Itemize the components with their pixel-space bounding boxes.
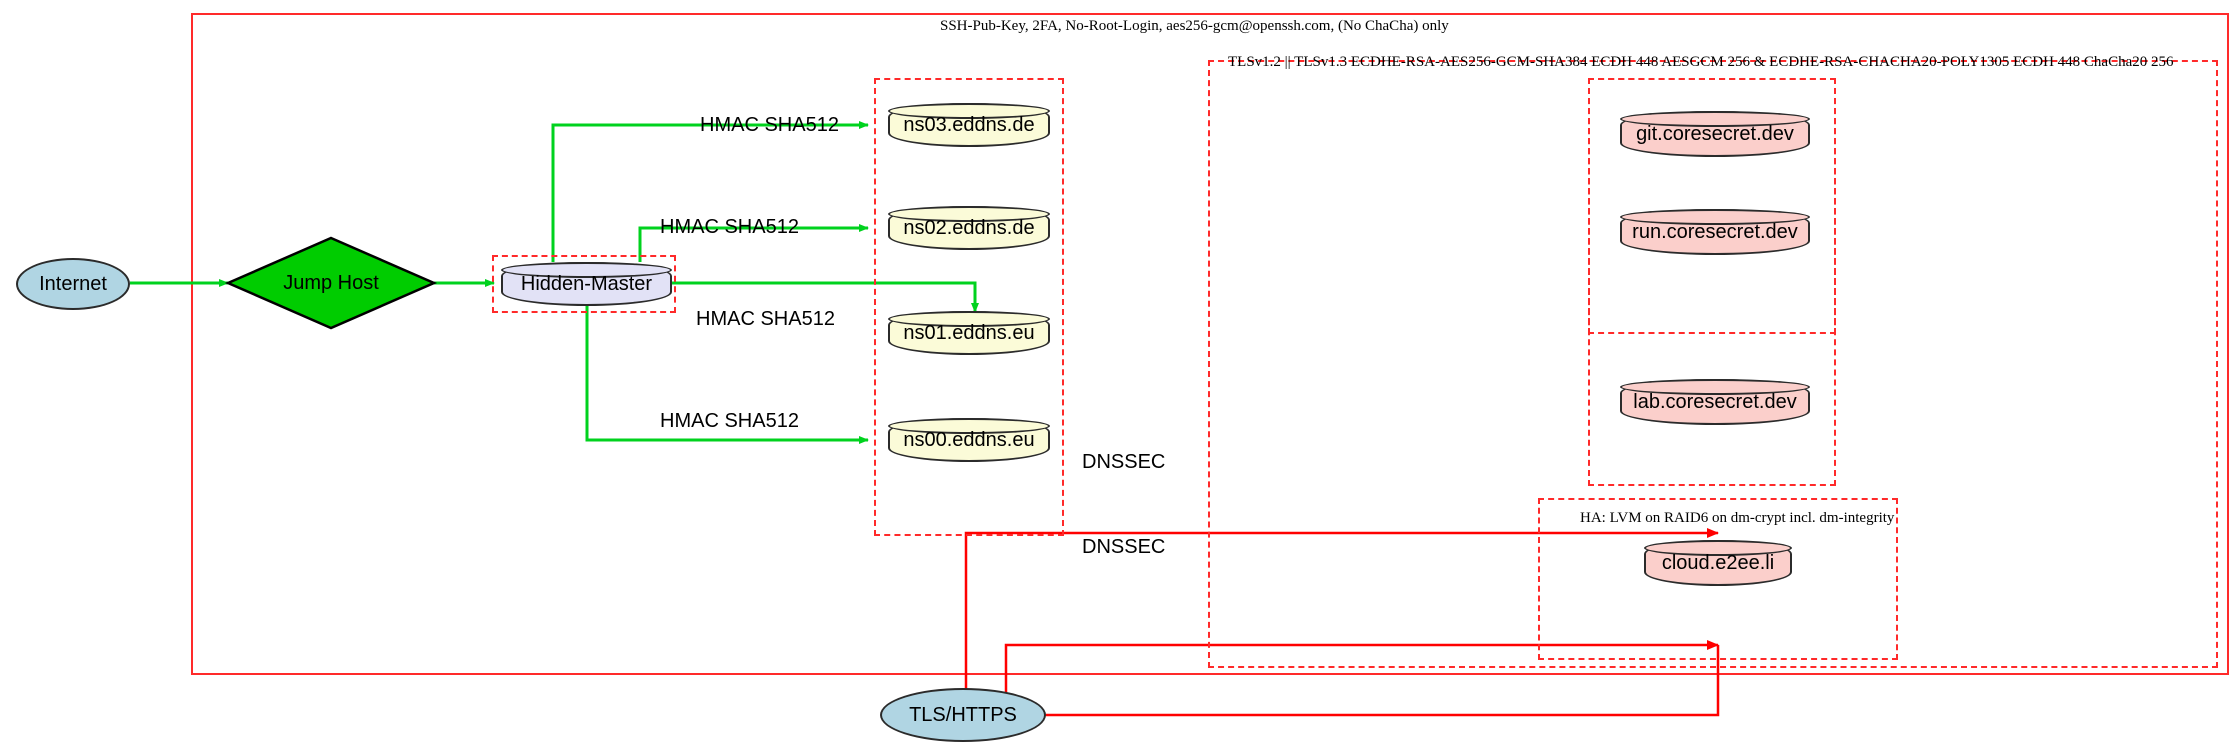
edge-label-dnssec-0: DNSSEC: [1082, 451, 1166, 473]
node-git-coresecret-label: git.coresecret.dev: [1636, 122, 1794, 145]
ssh-policy-label: SSH-Pub-Key, 2FA, No-Root-Login, aes256-…: [940, 18, 1449, 34]
node-internet-label: Internet: [39, 272, 107, 295]
node-ns02-label: ns02.eddns.de: [903, 216, 1035, 239]
edge-label-hmac-2: HMAC SHA512: [696, 308, 835, 330]
node-jump-host[interactable]: Jump Host: [228, 238, 434, 328]
red-edge-group: [964, 528, 1720, 717]
node-lab-coresecret-label: lab.coresecret.dev: [1633, 390, 1797, 413]
node-ns00[interactable]: ns00.eddns.eu: [888, 418, 1050, 462]
node-run-coresecret[interactable]: run.coresecret.dev: [1620, 209, 1810, 255]
dns-cluster: [874, 78, 1064, 536]
node-run-coresecret-label: run.coresecret.dev: [1632, 220, 1798, 243]
edge-label-dnssec-1: DNSSEC: [1082, 536, 1166, 558]
node-ns02[interactable]: ns02.eddns.de: [888, 206, 1050, 250]
jump-host-diamond: [224, 236, 438, 330]
coresecret-cluster: [1588, 78, 1836, 486]
node-ns03-label: ns03.eddns.de: [903, 113, 1035, 136]
green-edge-group: [130, 121, 979, 444]
ssh-zone-frame: [191, 13, 2229, 675]
node-hidden-master-label: Hidden-Master: [520, 272, 653, 295]
node-hidden-master[interactable]: Hidden-Master: [501, 262, 672, 306]
node-ns01[interactable]: ns01.eddns.eu: [888, 311, 1050, 355]
edge-label-hmac-3: HMAC SHA512: [660, 410, 799, 432]
node-cloud-e2ee-label: cloud.e2ee.li: [1661, 551, 1775, 574]
node-ns03[interactable]: ns03.eddns.de: [888, 103, 1050, 147]
tls-policy-label: TLSv1.2 || TLSv1.3 ECDHE-RSA-AES256-GCM-…: [1228, 54, 2174, 70]
node-tls-https[interactable]: TLS/HTTPS: [880, 688, 1046, 742]
tls-zone-cluster: [1208, 60, 2218, 668]
node-cloud-e2ee[interactable]: cloud.e2ee.li: [1644, 540, 1792, 586]
hidden-master-cluster: [492, 255, 676, 313]
node-jump-host-label: Jump Host: [283, 271, 379, 294]
ha-cluster: [1538, 498, 1898, 660]
edge-label-hmac-0: HMAC SHA512: [700, 114, 839, 136]
node-tls-https-label: TLS/HTTPS: [909, 703, 1017, 726]
node-lab-coresecret[interactable]: lab.coresecret.dev: [1620, 379, 1810, 425]
edge-label-hmac-1: HMAC SHA512: [660, 216, 799, 238]
node-ns01-label: ns01.eddns.eu: [903, 321, 1035, 344]
ha-policy-label: HA: LVM on RAID6 on dm-crypt incl. dm-in…: [1580, 510, 1895, 526]
node-git-coresecret[interactable]: git.coresecret.dev: [1620, 111, 1810, 157]
node-ns00-label: ns00.eddns.eu: [903, 428, 1035, 451]
node-internet[interactable]: Internet: [16, 258, 130, 310]
